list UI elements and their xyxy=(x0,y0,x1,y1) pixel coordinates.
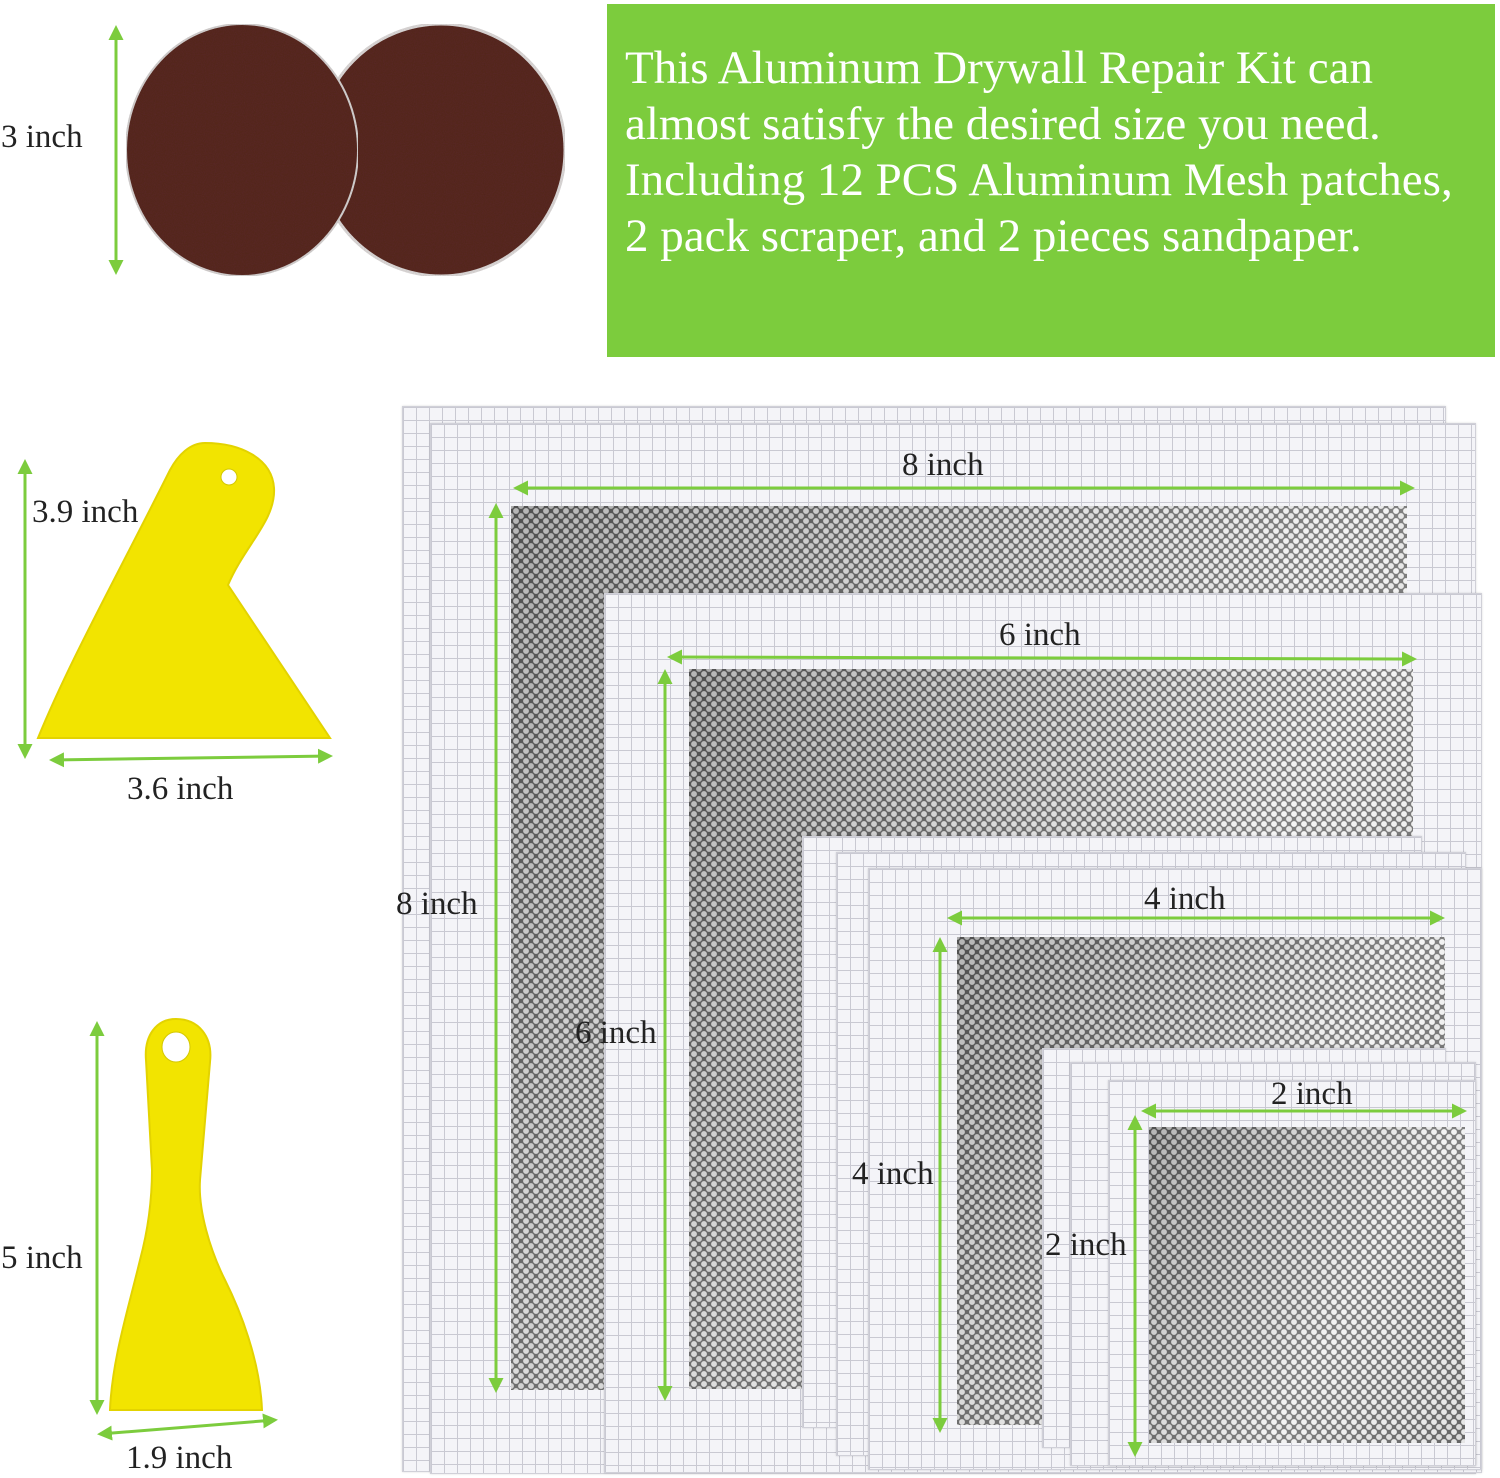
arrow-scraper-small-width xyxy=(97,1413,278,1441)
patch-2-width-label: 2 inch xyxy=(1271,1076,1353,1112)
mesh-2 xyxy=(1149,1127,1465,1443)
description-text: This Aluminum Drywall Repair Kit can alm… xyxy=(625,42,1453,262)
description-banner: This Aluminum Drywall Repair Kit can alm… xyxy=(607,4,1495,357)
scraper-large-hole xyxy=(220,468,238,486)
scraper-small-height-label: 5 inch xyxy=(1,1240,83,1276)
patch-2 xyxy=(1108,1080,1476,1466)
patch-8-height-label: 8 inch xyxy=(396,886,478,922)
sandpaper-disc-front xyxy=(125,23,359,277)
scraper-small-width-label: 1.9 inch xyxy=(126,1440,233,1476)
patch-4-width-label: 4 inch xyxy=(1144,881,1226,917)
patch-4-height-label: 4 inch xyxy=(852,1156,934,1192)
arrow-patch-6-width xyxy=(667,649,1417,667)
scraper-large-height-label: 3.9 inch xyxy=(32,494,139,530)
patch-8-width-label: 8 inch xyxy=(902,447,984,483)
patch-6-height-label: 6 inch xyxy=(575,1015,657,1051)
scraper-small-hole xyxy=(161,1031,191,1063)
patch-2-height-label: 2 inch xyxy=(1045,1227,1127,1263)
scraper-small xyxy=(108,1017,264,1411)
sandpaper-discs xyxy=(125,22,567,278)
arrow-scraper-large-width xyxy=(49,748,333,768)
sandpaper-height-label: 3 inch xyxy=(1,119,83,155)
scraper-large xyxy=(36,441,332,739)
patch-6-width-label: 6 inch xyxy=(999,617,1081,653)
scraper-large-width-label: 3.6 inch xyxy=(127,771,234,807)
